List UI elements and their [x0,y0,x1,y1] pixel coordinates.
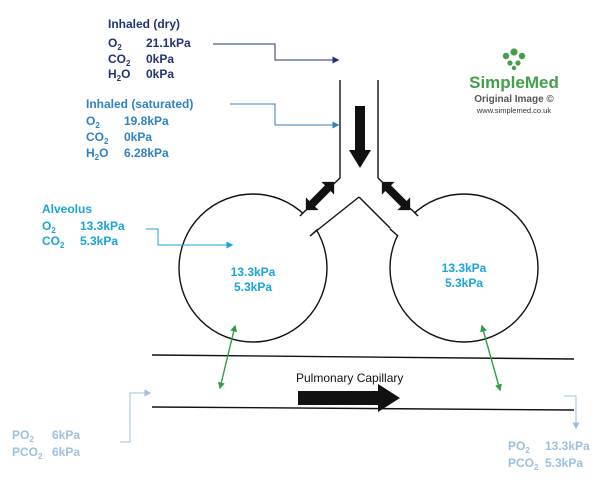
venous-pco2-row: PCO2 [12,445,43,461]
right-bronchus-double-arrow [381,181,411,211]
alveolus-o2-value: 13.3kPa [80,219,125,233]
inhaled-dry-title: Inhaled (dry) [108,17,180,31]
venous-panel: PO2 6kPa PCO2 6kPa [12,428,80,461]
right-alveolus-co2-value: 5.3kPa [445,276,483,290]
capillary-upper-wall [151,354,575,360]
inhaled-saturated-co2-row: CO2 [86,130,109,146]
left-bronchus-inner-wall-end [309,228,319,237]
alveolus-panel: Alveolus O2 13.3kPa CO2 5.3kPa [42,202,125,250]
right-alveolus-o2-value: 13.3kPa [442,261,487,275]
left-alveolus-o2-value: 13.3kPa [231,265,276,279]
venous-pointer [120,389,152,443]
arterial-pco2-row: PCO2 [508,456,539,472]
right-bronchus-inner-wall-end [389,228,399,237]
inhaled-dry-o2-row: O2 [108,36,122,52]
molecule-icon [502,48,526,71]
venous-po2-value: 6kPa [52,428,80,442]
left-bronchus-double-arrow [305,181,335,211]
left-alveolus [178,193,328,343]
alveolus-title: Alveolus [42,202,92,216]
alveolus-co2-value: 5.3kPa [80,234,118,248]
arterial-pointer [564,395,580,430]
alveolus-pointer [146,228,234,249]
right-bronchus-outer-wall-end [411,209,419,217]
inhaled-saturated-co2-value: 0kPa [124,130,152,144]
inhaled-dry-panel: Inhaled (dry) O2 21.1kPa CO2 0kPa H2O 0k… [108,17,191,83]
inhaled-saturated-o2-value: 19.8kPa [124,114,169,128]
right-bronchus-opening [390,210,418,236]
airflow-arrows [305,106,411,211]
arterial-panel: PO2 13.3kPa PCO2 5.3kPa [508,439,590,472]
inhaled-saturated-title: Inhaled (saturated) [86,97,193,111]
inhaled-saturated-h2o-value: 6.28kPa [124,146,169,160]
inhaled-dry-co2-row: CO2 [108,52,131,68]
left-bronchus-double-arrow-shape [305,181,335,211]
arterial-po2-value: 13.3kPa [545,439,590,453]
capillary-label: Pulmonary Capillary [296,371,403,385]
right-alveolus [389,193,539,343]
venous-po2-row: PO2 [12,428,34,444]
logo-brand: SimpleMed [469,73,559,92]
left-bronchus-outer-wall-end [299,209,307,217]
inhaled-dry-co2-value: 0kPa [146,52,174,66]
logo-url: www.simplemed.co.uk [476,106,551,115]
inhaled-saturated-panel: Inhaled (saturated) O2 19.8kPa CO2 0kPa … [86,97,193,162]
inhaled-dry-h2o-row: H2O [108,67,130,83]
inhaled-dry-o2-value: 21.1kPa [146,36,191,50]
simplemed-logo: SimpleMed Original Image © www.simplemed… [469,48,559,115]
inhaled-saturated-h2o-row: H2O [86,146,108,162]
alveolus-co2-row: CO2 [42,234,65,250]
right-bronchus-double-arrow-shape [381,181,411,211]
inhaled-saturated-o2-row: O2 [86,114,100,130]
inhaled-dry-pointer [213,43,340,64]
venous-pco2-value: 6kPa [52,445,80,459]
logo-tagline: Original Image © [474,94,554,105]
arterial-po2-row: PO2 [508,439,530,455]
right-diffusion-arrow [480,324,502,392]
trachea-down-arrow [349,106,371,168]
capillary-lower-wall [151,406,575,411]
left-diffusion-arrow [217,324,238,390]
alveolus-o2-row: O2 [42,219,56,235]
left-bronchus-opening [300,210,318,236]
arterial-pco2-value: 5.3kPa [545,456,583,470]
left-alveolus-co2-value: 5.3kPa [234,280,272,294]
capillary-flow-arrow [298,384,400,412]
inhaled-saturated-pointer [230,103,340,129]
inhaled-dry-h2o-value: 0kPa [146,67,174,81]
